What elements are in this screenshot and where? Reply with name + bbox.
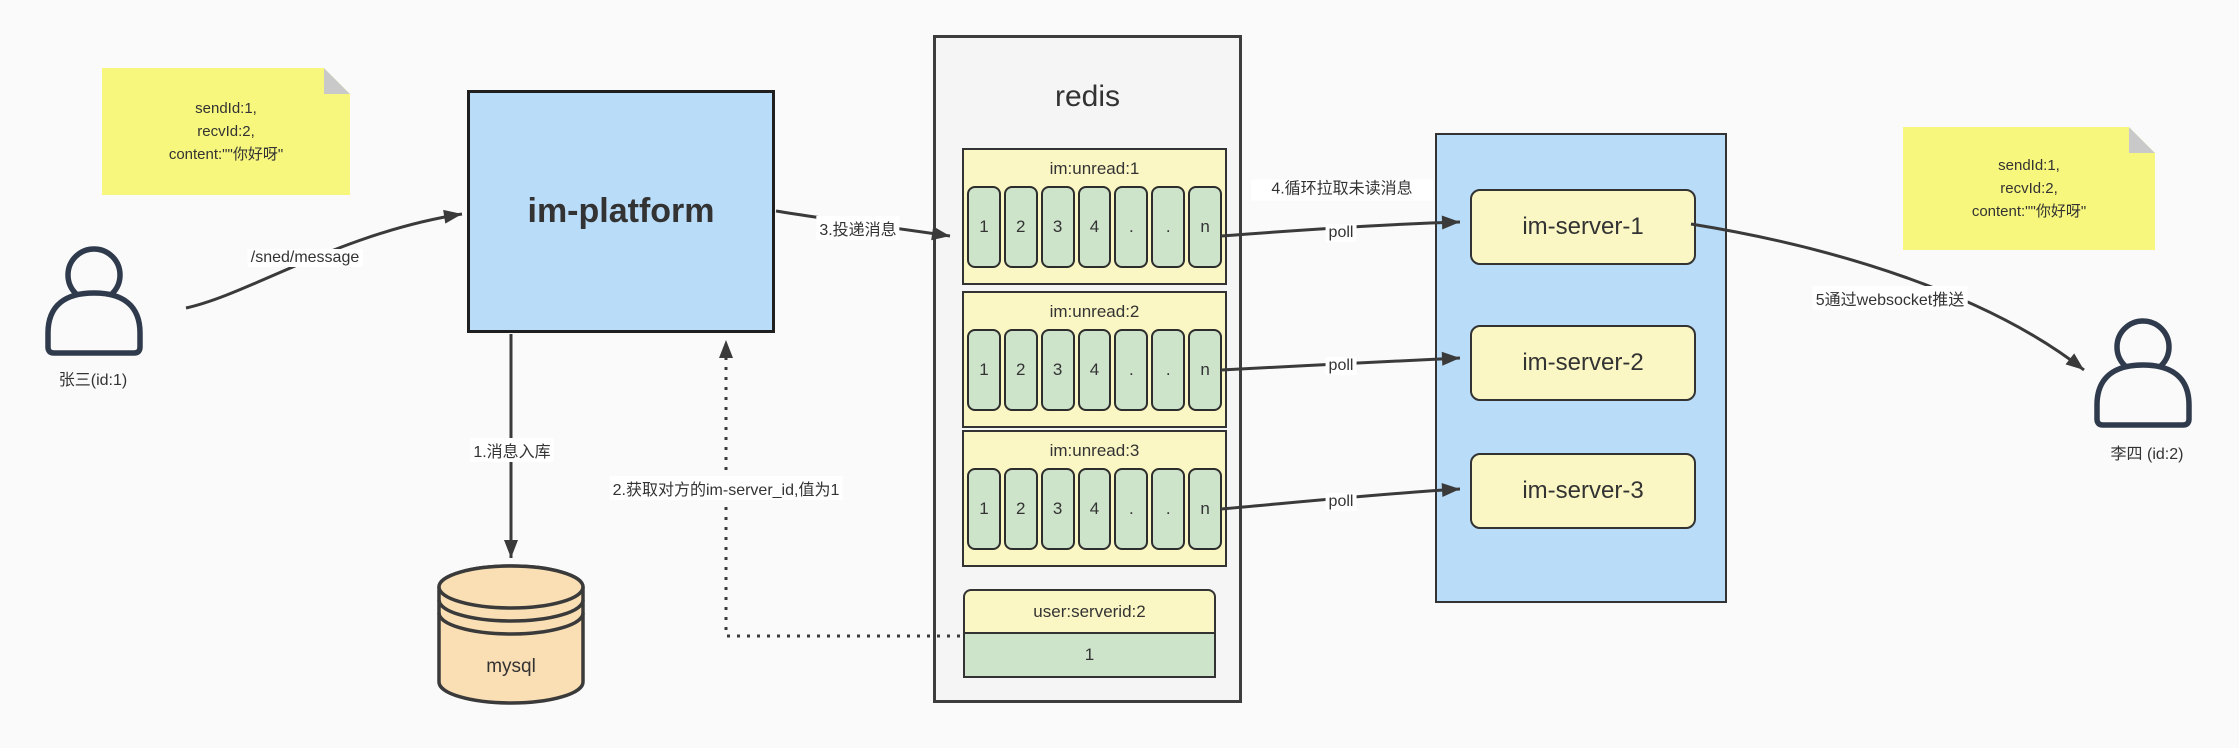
edge-label-step1: 1.消息入库 — [470, 438, 554, 462]
im-server-3-box: im-server-3 — [1470, 453, 1696, 529]
queue-cell: . — [1151, 329, 1186, 411]
note-line: recvId:2, — [197, 122, 255, 140]
note-line: recvId:2, — [2000, 179, 2058, 197]
queue-cell: . — [1114, 329, 1149, 411]
queue-cell: . — [1114, 186, 1149, 268]
im-server-2-box: im-server-2 — [1470, 325, 1696, 401]
sticky-note-sender: sendId:1, recvId:2, content:""你好呀" — [102, 68, 350, 195]
queue-cells: 1 2 3 4 . . n — [964, 468, 1225, 550]
queue-name: im:unread:2 — [1049, 302, 1140, 321]
queue-im-unread-1: im:unread:1 1 2 3 4 . . n — [962, 148, 1227, 285]
redis-title: redis — [1054, 80, 1121, 113]
note-fold-icon — [2129, 127, 2155, 153]
im-platform-label: im-platform — [527, 192, 715, 230]
queue-cell: 4 — [1077, 468, 1112, 550]
note-line: sendId:1, — [1998, 156, 2060, 174]
im-platform-box: im-platform — [467, 90, 775, 333]
edge-label-step5: 5通过websocket推送 — [1812, 286, 1968, 310]
queue-cell: n — [1188, 468, 1223, 550]
database-cylinder-icon — [437, 564, 585, 705]
queue-cell: 2 — [1003, 329, 1038, 411]
note-line: content:""你好呀" — [1971, 203, 2087, 221]
queue-cell: n — [1188, 329, 1223, 411]
queue-cell: 4 — [1077, 329, 1112, 411]
queue-cell: n — [1188, 186, 1223, 268]
note-line: sendId:1, — [195, 99, 257, 117]
queue-cell: 4 — [1077, 186, 1112, 268]
queue-cell: 1 — [967, 468, 1001, 550]
redis-container: redis im:unread:1 1 2 3 4 . . n im:unrea… — [933, 35, 1242, 703]
actor-label-sender: 张三(id:1) — [58, 372, 128, 389]
im-server-cluster: im-server-1 im-server-2 im-server-3 — [1435, 133, 1727, 603]
person-icon — [45, 246, 143, 356]
edge-label-send-path: /sned/message — [247, 249, 363, 267]
edge-label-poll-2: poll — [1325, 357, 1357, 375]
queue-cell: . — [1151, 186, 1186, 268]
queue-cell: 1 — [967, 329, 1001, 411]
database-label: mysql — [486, 656, 536, 677]
queue-cell: 2 — [1003, 468, 1038, 550]
queue-cell: 3 — [1040, 186, 1075, 268]
edge-label-poll-3: poll — [1325, 493, 1357, 511]
queue-cells: 1 2 3 4 . . n — [964, 186, 1225, 268]
note-line: content:""你好呀" — [168, 146, 284, 164]
queue-cell: 3 — [1040, 468, 1075, 550]
im-server-1-box: im-server-1 — [1470, 189, 1696, 265]
queue-cell: 2 — [1003, 186, 1038, 268]
person-icon — [2094, 318, 2192, 428]
queue-cell: 3 — [1040, 329, 1075, 411]
kv-value: 1 — [963, 634, 1216, 678]
queue-cell: 1 — [967, 186, 1001, 268]
queue-cell: . — [1151, 468, 1186, 550]
edge-label-step2: 2.获取对方的im-server_id,值为1 — [609, 476, 843, 500]
edge-label-poll-1: poll — [1325, 224, 1357, 242]
queue-im-unread-2: im:unread:2 1 2 3 4 . . n — [962, 291, 1227, 428]
sticky-note-receiver: sendId:1, recvId:2, content:""你好呀" — [1903, 127, 2155, 250]
queue-cells: 1 2 3 4 . . n — [964, 329, 1225, 411]
kv-user-serverid: user:serverid:2 1 — [963, 589, 1216, 678]
queue-im-unread-3: im:unread:3 1 2 3 4 . . n — [962, 430, 1227, 567]
queue-name: im:unread:3 — [1049, 441, 1140, 460]
note-fold-icon — [324, 68, 350, 94]
kv-key: user:serverid:2 — [963, 589, 1216, 634]
edge-label-step3: 3.投递消息 — [816, 216, 900, 240]
edge-label-step4: 4.循环拉取未读消息 — [1251, 179, 1433, 201]
actor-label-receiver: 李四 (id:2) — [2110, 446, 2184, 463]
queue-cell: . — [1114, 468, 1149, 550]
queue-name: im:unread:1 — [1049, 159, 1140, 178]
